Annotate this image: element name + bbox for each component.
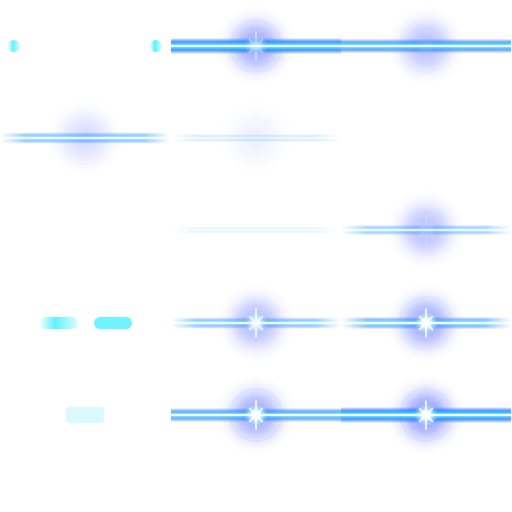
sprite-frame-4 [0, 92, 170, 184]
frame-canvas [170, 96, 341, 181]
frame-canvas [8, 40, 162, 52]
laser-beam [170, 134, 341, 143]
spark-burst [407, 399, 446, 430]
spark-burst [407, 307, 446, 338]
frame-canvas [170, 372, 341, 457]
sprite-frame-12 [341, 277, 512, 369]
sprite-frame-13 [0, 369, 170, 461]
spark-burst [407, 215, 446, 246]
beam-fragment [66, 406, 104, 423]
frame-canvas [341, 188, 512, 273]
beam-fragment [150, 40, 162, 52]
sprite-frame-1 [0, 0, 170, 92]
frame-canvas [170, 280, 341, 365]
sprite-frame-14 [170, 369, 341, 461]
beam-core [170, 229, 341, 232]
sprite-frame-5 [170, 92, 341, 184]
sprite-frame-15 [341, 369, 512, 461]
laser-beam [170, 226, 341, 234]
sprite-frame-2 [170, 0, 341, 92]
frame-canvas [341, 280, 512, 365]
frame-canvas [66, 406, 104, 423]
spark-burst [407, 31, 446, 61]
sprite-frame-11 [170, 277, 341, 369]
spark-burst [236, 31, 275, 61]
frame-canvas [0, 96, 170, 181]
sprite-frame-8 [170, 184, 341, 276]
beam-fragment [40, 316, 78, 329]
sprite-frame-6 [341, 92, 511, 184]
frame-canvas [170, 226, 341, 234]
frame-canvas [341, 92, 511, 184]
sprite-frame-10 [0, 277, 170, 369]
beam-fragment [94, 316, 132, 329]
sprite-frame-3 [341, 0, 512, 92]
sprite-frame-9 [341, 184, 512, 276]
sprite-frame-7 [0, 184, 170, 276]
spark-burst [236, 399, 275, 430]
beam-core [0, 137, 170, 140]
beam-fragment [8, 40, 20, 52]
spark-burst [236, 307, 275, 338]
frame-canvas [40, 316, 132, 329]
frame-canvas [0, 184, 170, 276]
frame-canvas [170, 4, 341, 88]
frame-canvas [341, 372, 512, 457]
frame-canvas [341, 4, 512, 88]
beam-core [170, 137, 341, 140]
